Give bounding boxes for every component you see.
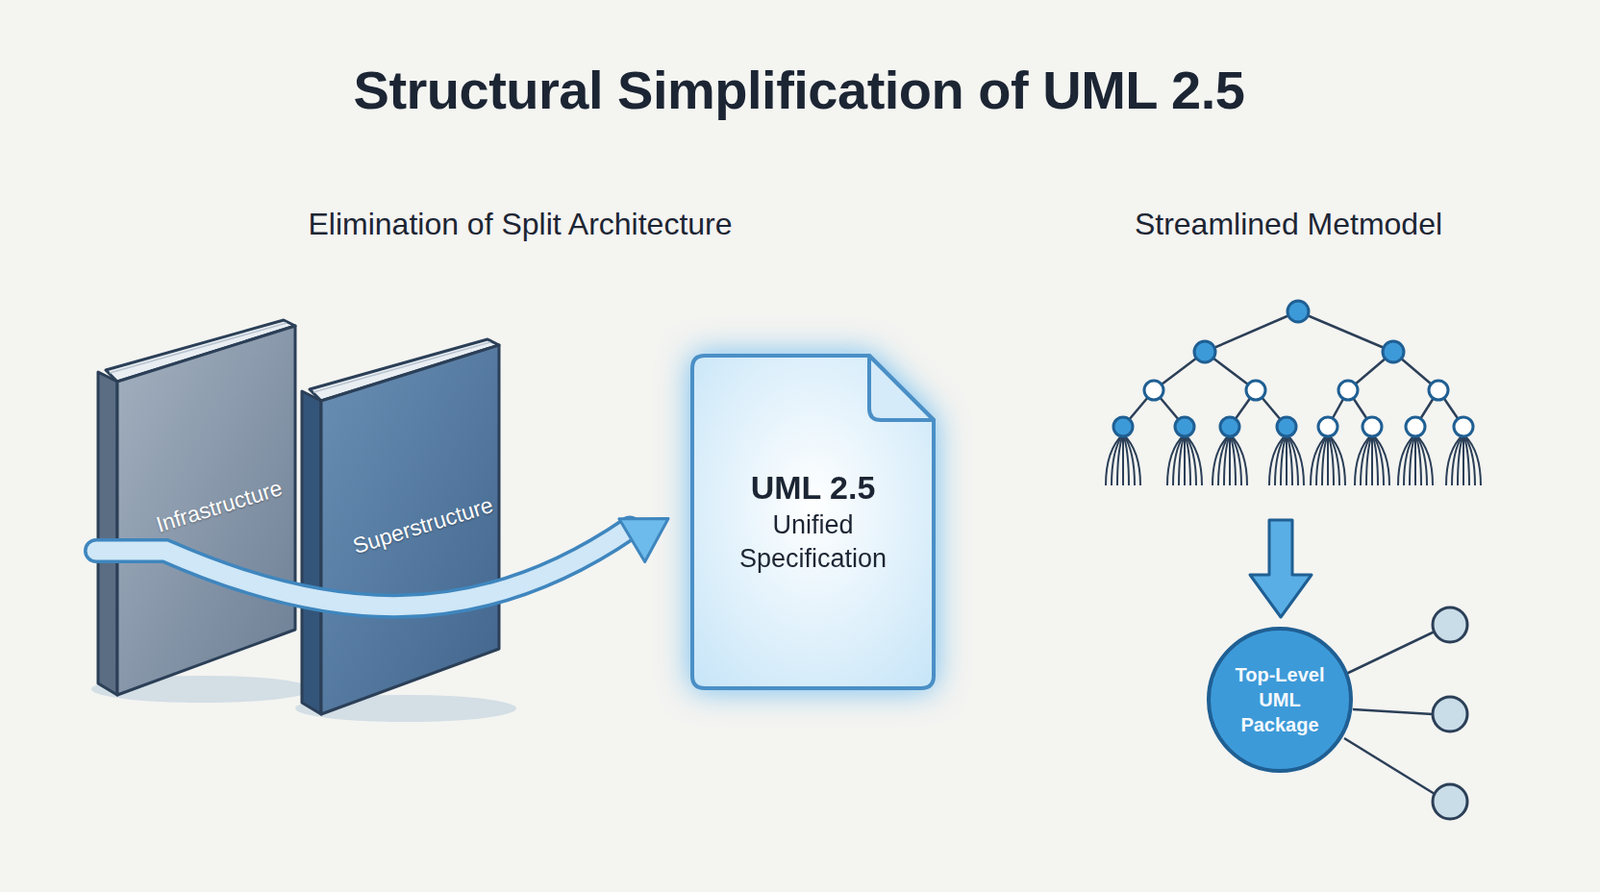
document-heading: UML 2.5 xyxy=(689,466,937,509)
document-texts: UML 2.5Unified Specification xyxy=(689,466,937,576)
document-node: UML 2.5Unified Specification xyxy=(689,352,937,692)
arrow-head xyxy=(619,518,669,562)
section-heading: Streamlined Metmodel xyxy=(1134,206,1443,243)
tree-branches xyxy=(1123,311,1464,427)
tree-nodes xyxy=(1113,300,1474,437)
sub-packages xyxy=(1432,607,1468,820)
package-circle: Top-Level UML Package xyxy=(1206,626,1353,774)
down-arrow xyxy=(1250,520,1312,618)
section-heading: Elimination of Split Architecture xyxy=(307,206,732,243)
tree-leaves xyxy=(1105,434,1481,486)
book-node: Superstructure xyxy=(300,331,522,717)
package-links xyxy=(1344,631,1435,795)
diagram-title: Structural Simplification of UML 2.5 xyxy=(353,58,1246,122)
document-body: Unified Specification xyxy=(717,508,910,576)
package-label: Top-Level UML Package xyxy=(1223,662,1337,738)
book-node: Infrastructure xyxy=(96,312,318,698)
